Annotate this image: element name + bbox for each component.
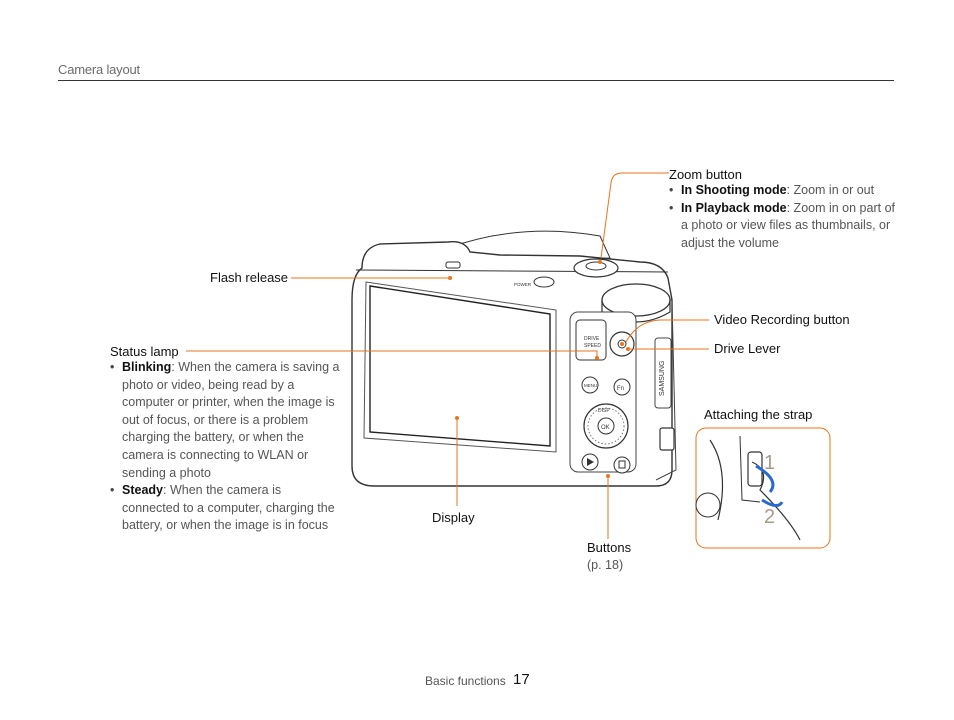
power-label: POWER <box>514 282 532 287</box>
side-badge <box>654 337 672 409</box>
footer-section: Basic functions <box>425 674 506 688</box>
zoom-button-description: In Shooting mode: Zoom in or out In Play… <box>669 182 899 252</box>
ok-button <box>597 417 615 435</box>
buttons-page-ref: (p. 18) <box>587 558 624 572</box>
strap-step-2: 2 <box>764 506 776 528</box>
video-callout <box>625 319 709 343</box>
fn-label: Fn <box>617 386 624 392</box>
buttons-label: Buttons <box>587 540 632 555</box>
page-number: 17 <box>513 671 530 688</box>
section-header: Camera layout <box>58 62 140 77</box>
callout-lines <box>186 172 709 539</box>
status-lamp-description: Blinking: When the camera is saving a ph… <box>110 359 342 535</box>
strap-inset <box>695 427 831 549</box>
drive-lever-plate <box>575 319 607 361</box>
zoom-callout <box>600 172 669 259</box>
zoom-button-label: Zoom button <box>669 167 742 182</box>
drive-label: DRIVE <box>584 336 600 342</box>
flash-release-label: Flash release <box>210 270 289 285</box>
lcd-bezel <box>363 281 557 453</box>
power-button <box>533 276 555 288</box>
disp-label: DISP <box>598 408 610 414</box>
menu-button <box>581 376 599 394</box>
drive-lever-label: Drive Lever <box>714 341 781 356</box>
zoom-item-shooting: In Shooting mode: Zoom in or out <box>669 182 899 200</box>
video-recording-label: Video Recording button <box>714 312 850 327</box>
zoom-item-playback: In Playback mode: Zoom in on part of a p… <box>669 200 899 253</box>
display-label: Display <box>432 510 475 525</box>
status-callout <box>186 350 598 357</box>
strap-eyelet <box>659 427 675 451</box>
status-item-blinking: Blinking: When the camera is saving a ph… <box>110 359 342 482</box>
ok-label: OK <box>601 425 610 431</box>
speed-label: SPEED <box>584 343 601 349</box>
side-brand-text: SAMSUNG <box>659 361 666 396</box>
status-item-steady: Steady: When the camera is connected to … <box>110 482 342 535</box>
attaching-strap-label: Attaching the strap <box>704 407 813 422</box>
mode-dial <box>601 283 671 317</box>
shutter-button <box>585 261 607 271</box>
lcd-screen <box>369 285 551 447</box>
menu-label: MENU <box>584 383 597 388</box>
strap-step-1: 1 <box>764 452 776 474</box>
status-lamp-label: Status lamp <box>110 344 179 359</box>
delete-button <box>613 456 631 474</box>
header-rule <box>58 80 894 81</box>
flash-switch <box>445 261 461 269</box>
fn-button <box>613 378 631 396</box>
